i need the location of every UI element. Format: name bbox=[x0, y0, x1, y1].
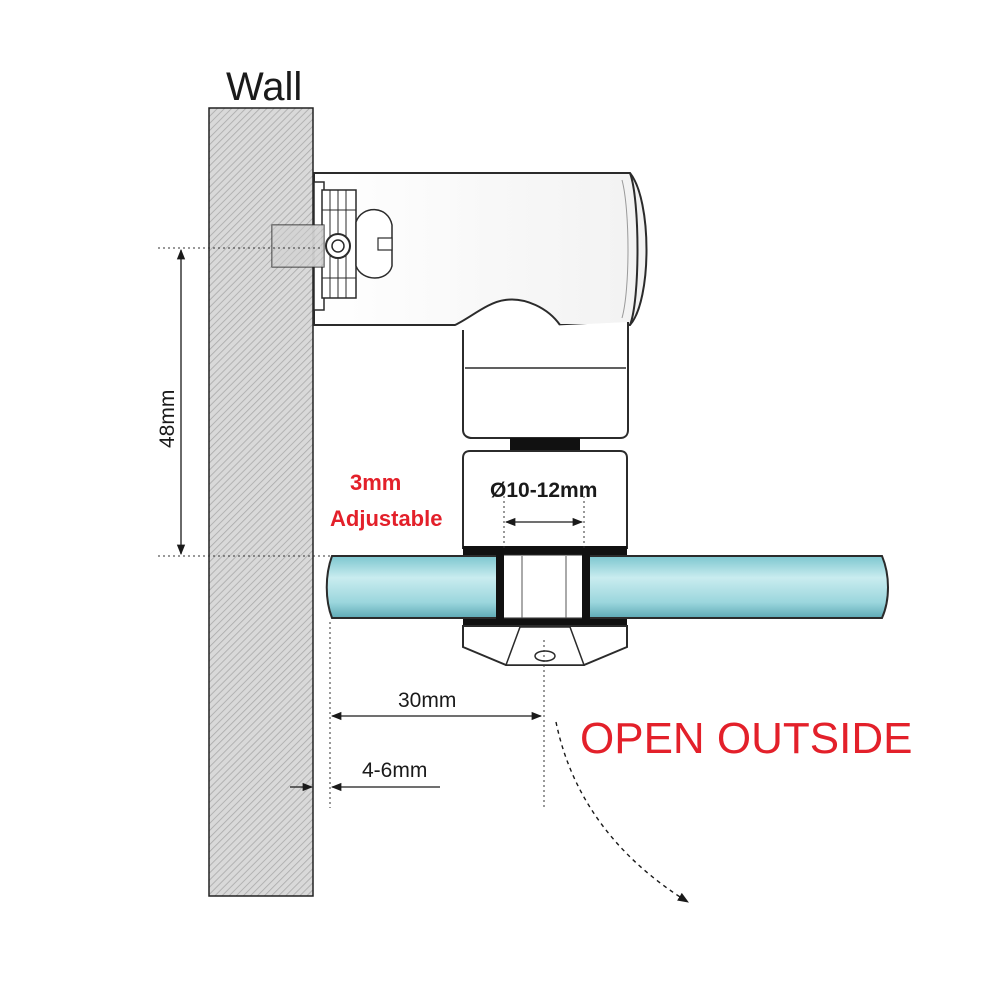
offset-label: 30mm bbox=[398, 689, 456, 712]
adjust-label-line1: 3mm bbox=[350, 470, 401, 495]
glass-panel bbox=[325, 553, 889, 620]
open-direction-label: OPEN OUTSIDE bbox=[580, 714, 913, 763]
hinge-pivot bbox=[462, 322, 629, 450]
reference-lines bbox=[158, 247, 585, 808]
wall-label: Wall bbox=[226, 65, 302, 109]
height-label: 48mm bbox=[156, 390, 179, 448]
gap-label: 4-6mm bbox=[362, 759, 427, 782]
swing-arrow bbox=[555, 721, 689, 903]
hinge-body bbox=[271, 172, 648, 326]
glass-clamp bbox=[462, 450, 628, 666]
glass-diameter-label: Ø10-12mm bbox=[490, 479, 597, 502]
adjust-label-line2: Adjustable bbox=[330, 506, 442, 531]
